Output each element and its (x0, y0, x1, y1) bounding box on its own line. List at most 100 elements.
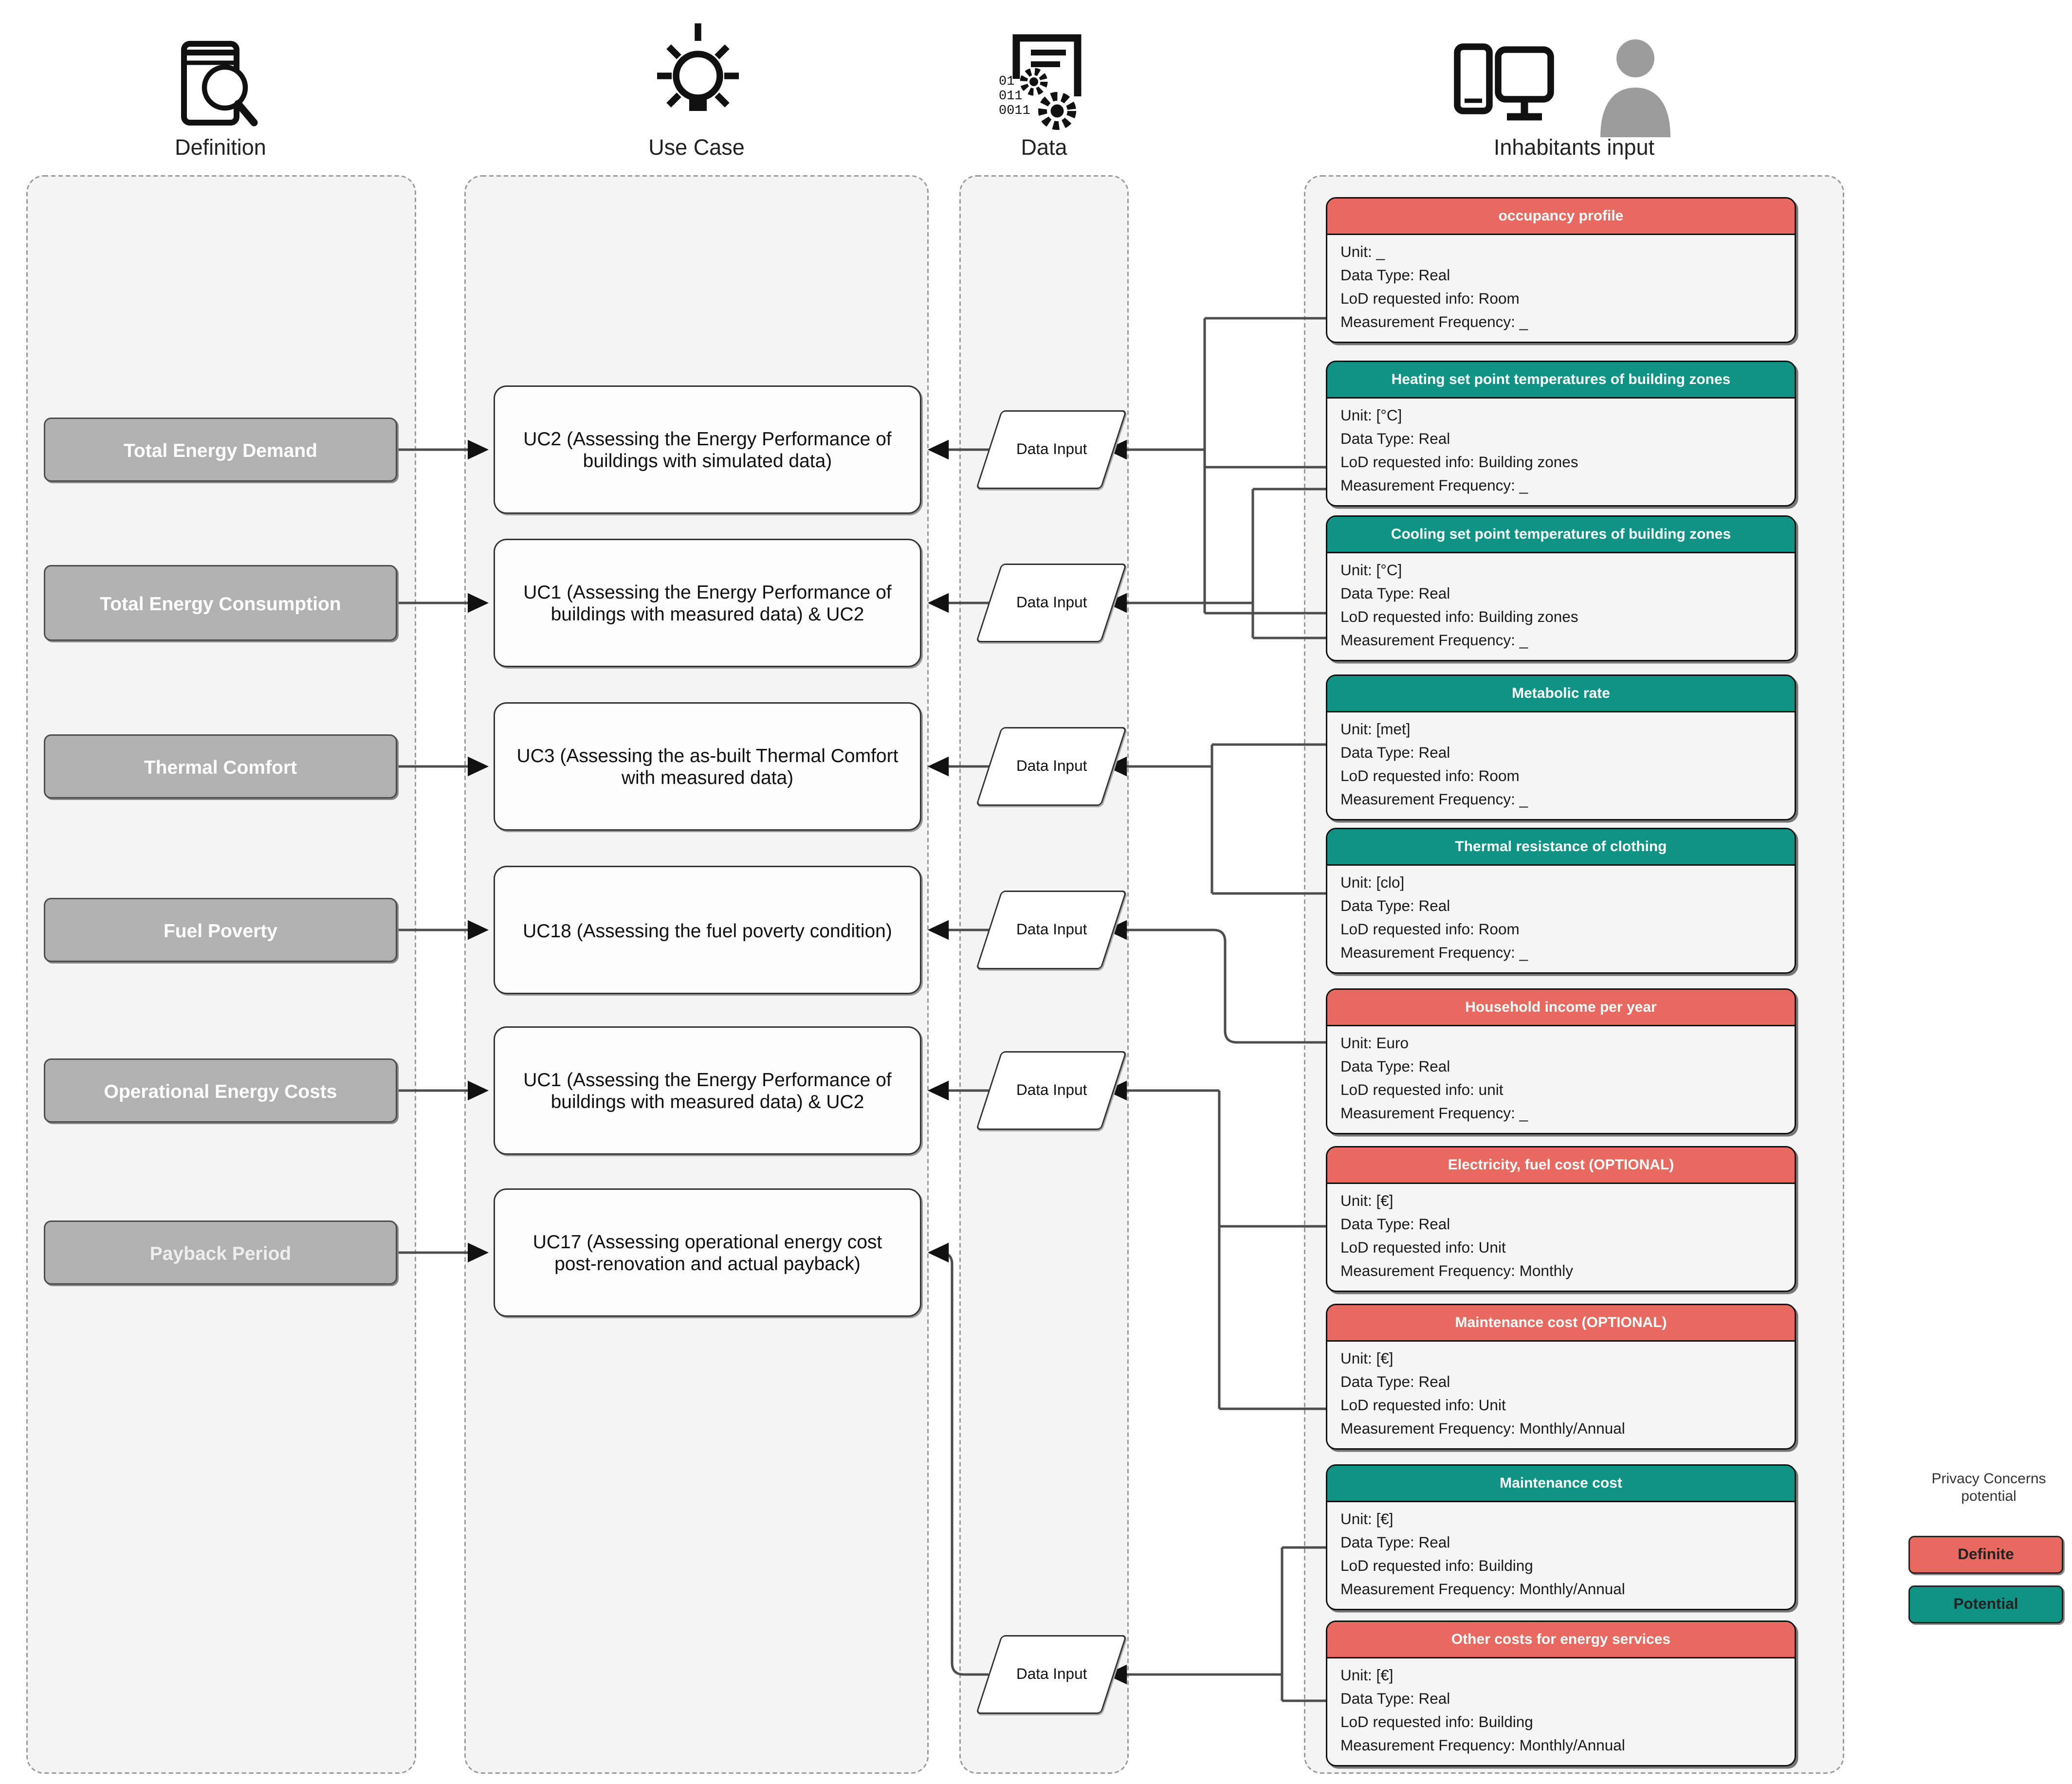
data-input-node-2: Data Input (975, 564, 1127, 642)
data-input-label: Data Input (1016, 1666, 1087, 1683)
card-frequency: Measurement Frequency: _ (1340, 945, 1528, 962)
data-input-node-6: Data Input (975, 1635, 1127, 1714)
use-case-uc3: UC3 (Assessing the as-built Thermal Comf… (494, 702, 921, 831)
card-lod: LoD requested info: Building (1340, 1558, 1533, 1575)
card-maintenance-cost-optional: Maintenance cost (OPTIONAL) Unit: [€] Da… (1326, 1304, 1796, 1450)
definition-total-energy-consumption: Total Energy Consumption (44, 565, 397, 641)
card-title: Electricity, fuel cost (OPTIONAL) (1327, 1147, 1795, 1184)
definition-fuel-poverty: Fuel Poverty (44, 898, 397, 962)
legend-potential: Potential (1908, 1585, 2063, 1623)
card-data-type: Data Type: Real (1340, 898, 1450, 915)
card-unit: Unit: Euro (1340, 1035, 1409, 1053)
data-input-label: Data Input (1016, 1082, 1087, 1099)
card-maintenance-cost: Maintenance cost Unit: [€] Data Type: Re… (1326, 1464, 1796, 1610)
data-input-label: Data Input (1016, 441, 1087, 458)
legend-title-line2: potential (1961, 1489, 2017, 1505)
card-data-type: Data Type: Real (1340, 431, 1450, 448)
lane-definition (26, 175, 416, 1774)
card-unit: Unit: [€] (1340, 1667, 1394, 1685)
card-data-type: Data Type: Real (1340, 1216, 1450, 1234)
card-unit: Unit: [met] (1340, 721, 1411, 739)
data-document-gears-icon: 01 011 0011 (999, 34, 1082, 130)
card-lod: LoD requested info: Room (1340, 768, 1520, 785)
card-lod: LoD requested info: Unit (1340, 1239, 1506, 1257)
card-lod: LoD requested info: Building zones (1340, 609, 1578, 626)
card-household-income: Household income per year Unit: Euro Dat… (1326, 988, 1796, 1134)
use-case-uc2: UC2 (Assessing the Energy Performance of… (494, 385, 921, 514)
card-frequency: Measurement Frequency: _ (1340, 477, 1528, 495)
svg-text:01: 01 (999, 74, 1014, 89)
data-input-label: Data Input (1016, 594, 1087, 612)
card-title: Maintenance cost (OPTIONAL) (1327, 1305, 1795, 1342)
card-data-type: Data Type: Real (1340, 1534, 1450, 1552)
data-input-node-3: Data Input (975, 727, 1127, 806)
inhabitants-devices-person-icon (1454, 39, 1670, 137)
definition-operational-energy-costs: Operational Energy Costs (44, 1058, 397, 1123)
card-lod: LoD requested info: Room (1340, 921, 1520, 939)
card-cooling-set-point: Cooling set point temperatures of buildi… (1326, 515, 1796, 661)
legend-title-line1: Privacy Concerns (1931, 1472, 2046, 1488)
data-input-label: Data Input (1016, 921, 1087, 939)
card-title: Household income per year (1327, 990, 1795, 1026)
card-frequency: Measurement Frequency: _ (1340, 632, 1528, 650)
card-title: Metabolic rate (1327, 676, 1795, 712)
card-lod: LoD requested info: Room (1340, 291, 1520, 308)
card-unit: Unit: [€] (1340, 1511, 1394, 1529)
definition-total-energy-demand: Total Energy Demand (44, 418, 397, 482)
card-frequency: Measurement Frequency: Monthly (1340, 1263, 1573, 1280)
card-title: occupancy profile (1327, 199, 1795, 235)
card-title: Thermal resistance of clothing (1327, 829, 1795, 866)
card-frequency: Measurement Frequency: Monthly/Annual (1340, 1420, 1625, 1438)
card-frequency: Measurement Frequency: _ (1340, 1105, 1528, 1123)
card-unit: Unit: _ (1340, 244, 1385, 261)
card-electricity-fuel-cost: Electricity, fuel cost (OPTIONAL) Unit: … (1326, 1146, 1796, 1292)
card-title: Maintenance cost (1327, 1466, 1795, 1502)
card-title: Cooling set point temperatures of buildi… (1327, 517, 1795, 553)
legend-title: Privacy Concerns potential (1898, 1472, 2072, 1507)
svg-text:0011: 0011 (999, 104, 1030, 118)
card-title: Heating set point temperatures of buildi… (1327, 362, 1795, 399)
card-thermal-resistance-clothing: Thermal resistance of clothing Unit: [cl… (1326, 828, 1796, 974)
card-data-type: Data Type: Real (1340, 1058, 1450, 1076)
use-case-uc18: UC18 (Assessing the fuel poverty conditi… (494, 866, 921, 994)
card-occupancy-profile: occupancy profile Unit: _ Data Type: Rea… (1326, 197, 1796, 343)
use-case-lightbulb-icon (657, 23, 739, 111)
card-unit: Unit: [€] (1340, 1350, 1394, 1368)
column-label-data: Data (1021, 136, 1067, 161)
card-data-type: Data Type: Real (1340, 585, 1450, 603)
card-data-type: Data Type: Real (1340, 745, 1450, 762)
card-unit: Unit: [€] (1340, 1193, 1394, 1210)
card-other-costs-energy-services: Other costs for energy services Unit: [€… (1326, 1620, 1796, 1766)
use-case-uc1-uc2: UC1 (Assessing the Energy Performance of… (494, 1026, 921, 1155)
card-data-type: Data Type: Real (1340, 1374, 1450, 1391)
card-title: Other costs for energy services (1327, 1622, 1795, 1658)
card-unit: Unit: [clo] (1340, 874, 1405, 892)
card-frequency: Measurement Frequency: Monthly/Annual (1340, 1581, 1625, 1599)
card-data-type: Data Type: Real (1340, 1691, 1450, 1708)
data-input-node-5: Data Input (975, 1051, 1127, 1130)
column-label-use-case: Use Case (648, 136, 745, 161)
use-case-uc17: UC17 (Assessing operational energy cost … (494, 1188, 921, 1317)
use-case-uc1: UC1 (Assessing the Energy Performance of… (494, 539, 921, 667)
card-unit: Unit: [°C] (1340, 562, 1402, 580)
card-data-type: Data Type: Real (1340, 267, 1450, 285)
card-unit: Unit: [°C] (1340, 407, 1402, 425)
card-heating-set-point: Heating set point temperatures of buildi… (1326, 361, 1796, 507)
definition-book-magnifier-icon (181, 41, 258, 127)
card-frequency: Measurement Frequency: _ (1340, 791, 1528, 809)
svg-text:011: 011 (999, 89, 1023, 104)
definition-payback-period: Payback Period (44, 1220, 397, 1285)
card-lod: LoD requested info: Building (1340, 1714, 1533, 1731)
data-input-label: Data Input (1016, 758, 1087, 775)
legend-definite: Definite (1908, 1536, 2063, 1574)
definition-thermal-comfort: Thermal Comfort (44, 734, 397, 799)
card-lod: LoD requested info: Unit (1340, 1397, 1506, 1415)
card-metabolic-rate: Metabolic rate Unit: [met] Data Type: Re… (1326, 674, 1796, 820)
card-lod: LoD requested info: unit (1340, 1082, 1504, 1099)
card-frequency: Measurement Frequency: Monthly/Annual (1340, 1737, 1625, 1755)
card-lod: LoD requested info: Building zones (1340, 454, 1578, 472)
data-input-node-4: Data Input (975, 891, 1127, 969)
data-input-node-1: Data Input (975, 410, 1127, 489)
column-label-definition: Definition (175, 136, 266, 161)
